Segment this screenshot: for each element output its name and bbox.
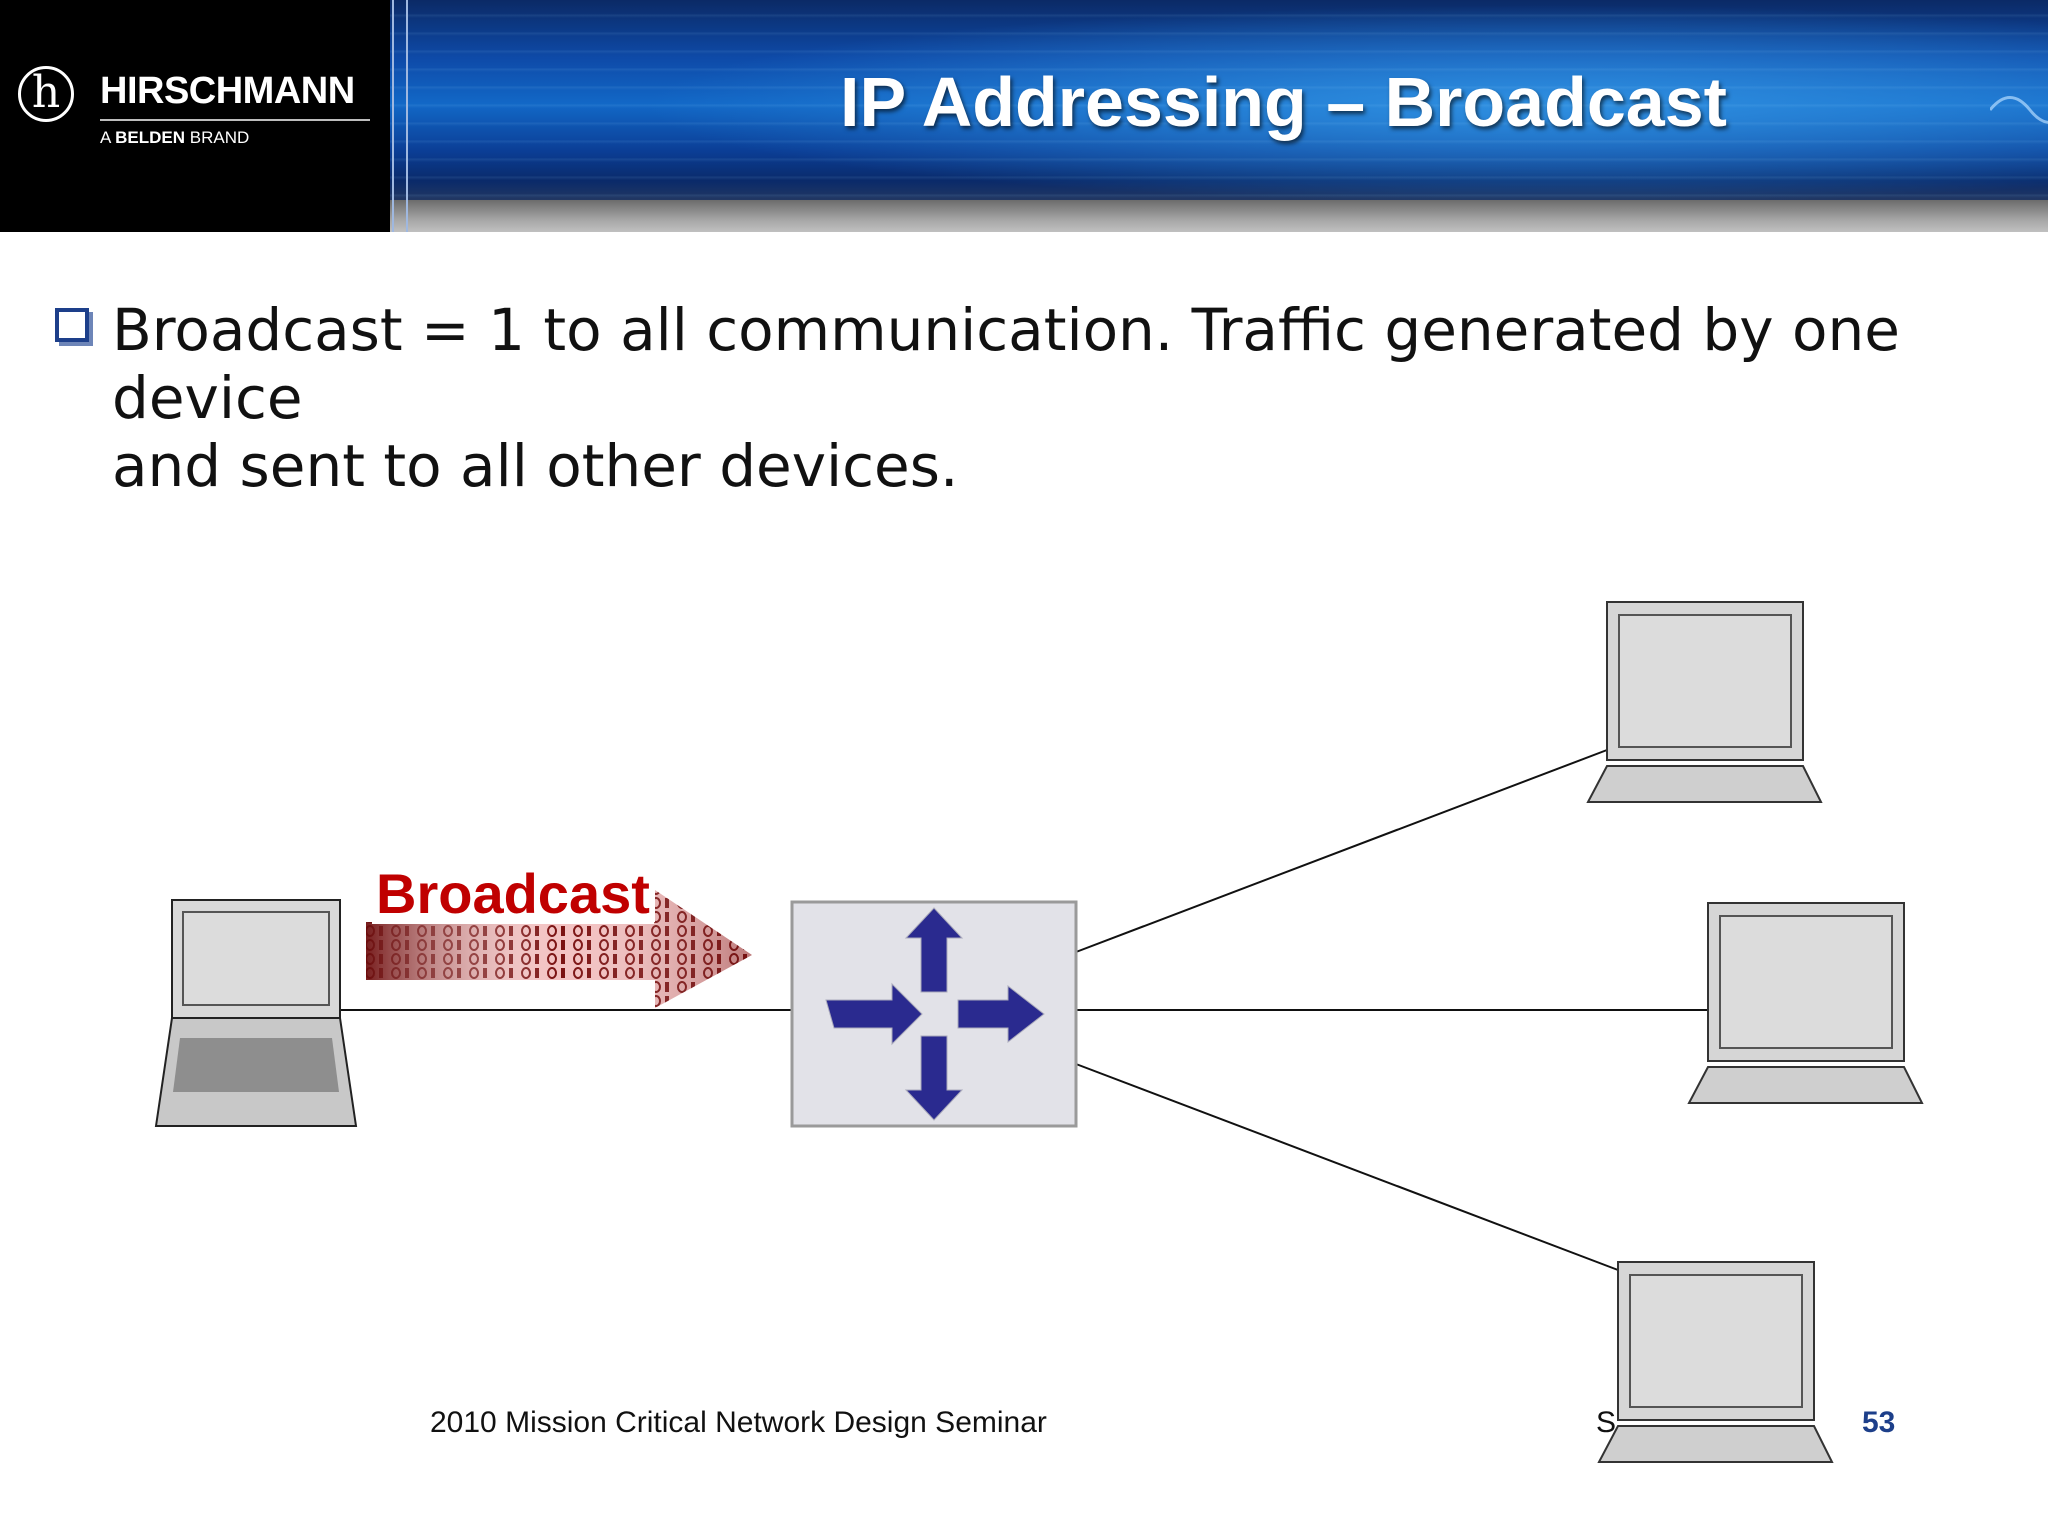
header: IP Addressing – Broadcast h HIRSCHMANN A…: [0, 0, 2048, 232]
brand-divider: [100, 119, 370, 121]
bullet-text: Broadcast = 1 to all communication. Traf…: [112, 296, 1912, 500]
switch-icon: [790, 900, 1078, 1128]
broadcast-arrow: [366, 890, 752, 1008]
link-switch-top: [1075, 749, 1608, 953]
page-number: 53: [1862, 1406, 1896, 1439]
tagline-bold: BELDEN: [115, 128, 186, 147]
brand-name: HIRSCHMANN: [100, 70, 355, 112]
footer-seminar: 2010 Mission Critical Network Design Sem…: [430, 1406, 1047, 1439]
tagline-prefix: A: [100, 128, 111, 147]
footer-date-partial: S: [1596, 1406, 1617, 1439]
receiver-top-laptop-icon: [1586, 601, 1823, 803]
logo-panel: h HIRSCHMANN A BELDEN BRAND: [0, 0, 390, 232]
tagline-suffix: BRAND: [189, 128, 250, 147]
broadcast-label: Broadcast: [372, 864, 654, 924]
link-switch-bottom: [1075, 1063, 1619, 1271]
receiver-bottom-laptop-icon: [1597, 1261, 1834, 1463]
receiver-middle-laptop-icon: [1687, 902, 1924, 1104]
bullet-checkbox-icon: [55, 308, 89, 342]
hirschmann-logo-icon: h: [18, 66, 74, 122]
bullet-line-2: and sent to all other devices.: [112, 432, 959, 500]
header-banner: IP Addressing – Broadcast: [390, 0, 2048, 232]
bullet-line-1: Broadcast = 1 to all communication. Traf…: [112, 296, 1900, 432]
header-separator: [392, 0, 408, 232]
slide-title: IP Addressing – Broadcast: [840, 63, 1727, 141]
sender-laptop-icon: [154, 899, 358, 1127]
brand-tagline: A BELDEN BRAND: [100, 128, 249, 148]
